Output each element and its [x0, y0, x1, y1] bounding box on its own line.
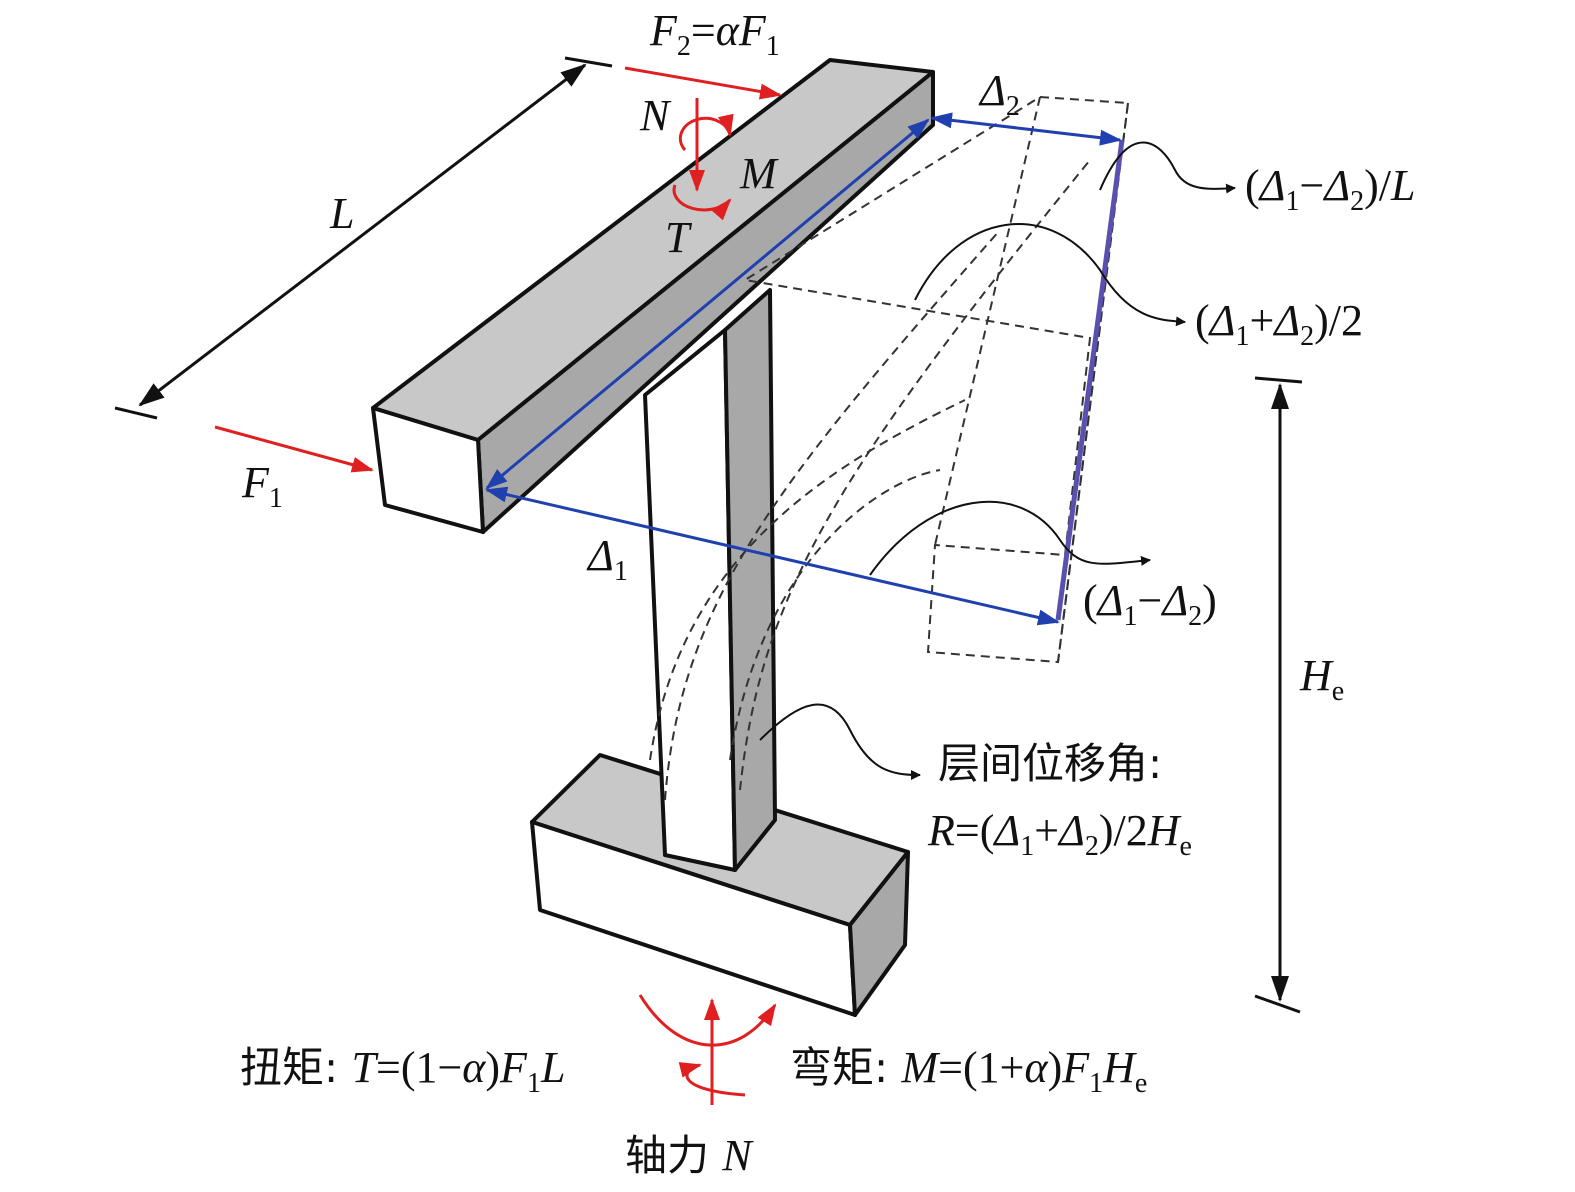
- label-drift-angle-title: 层间位移角:: [938, 739, 1162, 788]
- label-segment: )/2: [1099, 806, 1148, 855]
- label-segment: Δ: [1160, 576, 1188, 625]
- label-segment: 1: [766, 31, 780, 62]
- label-delta1: Δ1: [586, 531, 628, 587]
- label-segment: 1: [1285, 186, 1299, 217]
- label-segment: 层间位移角:: [938, 739, 1162, 788]
- label-rotation: (Δ1−Δ2)/L: [1245, 161, 1416, 217]
- label-segment: Δ: [992, 806, 1020, 855]
- rotated-edge: [1055, 139, 1125, 621]
- label-f2: F2=αF1: [649, 6, 780, 62]
- label-segment: 1: [1123, 601, 1137, 632]
- label-segment: 1: [1089, 1068, 1103, 1099]
- label-segment: 2: [1006, 91, 1020, 122]
- label-segment: M: [739, 149, 779, 198]
- label-segment: 2: [677, 31, 691, 62]
- label-segment: N: [721, 1131, 754, 1180]
- height-dimension: [1254, 376, 1303, 1014]
- label-segment: e: [1180, 831, 1192, 862]
- column: [643, 288, 777, 872]
- label-delta2: Δ2: [978, 66, 1020, 122]
- label-segment: −: [1299, 161, 1324, 210]
- label-segment: Δ: [1272, 296, 1300, 345]
- label-segment: ): [1202, 576, 1217, 625]
- label-segment: (: [1195, 296, 1210, 345]
- label-segment: R: [927, 806, 955, 855]
- label-segment: L: [329, 189, 354, 238]
- label-segment: L: [1390, 161, 1415, 210]
- label-segment: 2: [1085, 831, 1099, 862]
- label-height: He: [1299, 651, 1344, 707]
- label-segment: N: [639, 91, 672, 140]
- label-segment: T: [665, 213, 693, 262]
- label-segment: =(1+: [938, 1043, 1024, 1092]
- label-segment: 弯矩:: [790, 1043, 902, 1092]
- label-segment: H: [1102, 1043, 1137, 1092]
- label-length: L: [329, 189, 354, 238]
- label-segment: Δ: [1258, 161, 1286, 210]
- label-segment: (: [1083, 576, 1098, 625]
- leader-lines: [759, 141, 1236, 780]
- label-drift-difference: (Δ1−Δ2): [1083, 576, 1217, 632]
- label-segment: Δ: [586, 531, 614, 580]
- label-segment: Δ: [978, 66, 1006, 115]
- label-segment: L: [540, 1043, 565, 1092]
- label-segment: F: [1061, 1043, 1090, 1092]
- label-segment: 1: [614, 556, 628, 587]
- label-segment: α: [462, 1043, 486, 1092]
- label-segment: Δ: [1322, 161, 1350, 210]
- displacement-arrows: [485, 112, 1122, 626]
- label-segment: =(1−: [376, 1043, 462, 1092]
- label-segment: F: [649, 6, 678, 55]
- label-segment: −: [1137, 576, 1162, 625]
- label-moment-equation: 弯矩: M=(1+α)F1He: [790, 1043, 1147, 1099]
- label-segment: 1: [1020, 831, 1034, 862]
- label-segment: +: [1249, 296, 1274, 345]
- force-arrows: [214, 66, 782, 1105]
- label-segment: T: [352, 1043, 380, 1092]
- label-f1: F1: [241, 458, 283, 514]
- label-segment: Δ: [1057, 806, 1085, 855]
- label-segment: α: [1024, 1043, 1048, 1092]
- label-segment: 2: [1350, 186, 1364, 217]
- label-segment: ): [485, 1043, 500, 1092]
- label-segment: F: [738, 6, 767, 55]
- label-segment: e: [1332, 676, 1344, 707]
- label-segment: +: [1034, 806, 1059, 855]
- label-segment: Δ: [1096, 576, 1124, 625]
- label-segment: 1: [527, 1068, 541, 1099]
- label-segment: )/2: [1314, 296, 1363, 345]
- label-segment: F: [499, 1043, 528, 1092]
- label-axial-top: N: [639, 91, 672, 140]
- label-segment: =(: [955, 806, 994, 855]
- label-segment: 1: [1235, 321, 1249, 352]
- label-torque-top: T: [665, 213, 693, 262]
- label-segment: F: [241, 458, 270, 507]
- label-drift-angle-equation: R=(Δ1+Δ2)/2He: [927, 806, 1192, 862]
- label-segment: )/: [1364, 161, 1392, 210]
- label-average-drift: (Δ1+Δ2)/2: [1195, 296, 1363, 352]
- label-segment: 2: [1300, 321, 1314, 352]
- label-segment: 轴力: [625, 1131, 722, 1180]
- label-segment: ): [1048, 1043, 1063, 1092]
- label-segment: M: [901, 1043, 941, 1092]
- label-torque-equation: 扭矩: T=(1−α)F1L: [240, 1043, 565, 1099]
- label-segment: 1: [269, 483, 283, 514]
- label-segment: Δ: [1208, 296, 1236, 345]
- label-segment: e: [1135, 1068, 1147, 1099]
- label-moment-top: M: [739, 149, 779, 198]
- label-segment: α: [716, 6, 740, 55]
- label-segment: H: [1299, 651, 1334, 700]
- label-segment: =: [691, 6, 716, 55]
- label-segment: 扭矩:: [240, 1043, 352, 1092]
- label-segment: H: [1147, 806, 1182, 855]
- label-segment: 2: [1188, 601, 1202, 632]
- label-segment: (: [1245, 161, 1260, 210]
- label-axial-force: 轴力 N: [625, 1131, 754, 1180]
